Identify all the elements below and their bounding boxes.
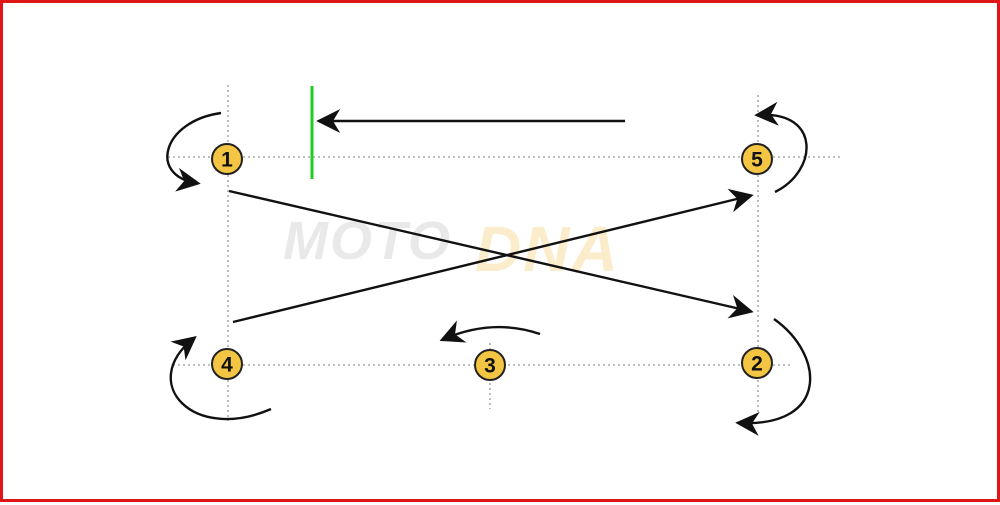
path-arrows <box>166 101 812 436</box>
watermark-logo: MOTO DNA <box>283 211 620 285</box>
turn-arrow-cone-3 <box>439 320 541 343</box>
cone-marker <box>741 347 773 379</box>
cone-4: 4 <box>211 348 243 380</box>
cone-label: 5 <box>751 149 763 172</box>
cone-label: 4 <box>221 354 233 377</box>
cone-1: 1 <box>211 143 243 175</box>
cone-label: 2 <box>751 353 763 376</box>
cone-2: 2 <box>741 347 773 379</box>
cone-label: 1 <box>221 149 233 172</box>
turn-arrow-cone-5 <box>754 101 808 194</box>
cone-3: 3 <box>474 349 506 381</box>
cone-label: 3 <box>484 355 496 378</box>
cone-marker <box>211 143 243 175</box>
cone-marker <box>474 349 506 381</box>
watermark-text-dna: DNA <box>475 213 620 285</box>
turn-arrow-cone-2 <box>735 318 812 436</box>
turn-arrow-cone-4 <box>169 335 272 421</box>
turn-arrow-cone-1 <box>166 111 222 192</box>
cone-5: 5 <box>741 143 773 175</box>
cone-marker <box>211 348 243 380</box>
cone-course-diagram: MOTO DNA 1 <box>166 85 843 436</box>
watermark-text-moto: MOTO <box>283 211 452 271</box>
cone-marker <box>741 143 773 175</box>
diagonal-arrow-1-to-2 <box>228 189 754 319</box>
diagonal-arrow-4-to-5 <box>232 188 754 324</box>
